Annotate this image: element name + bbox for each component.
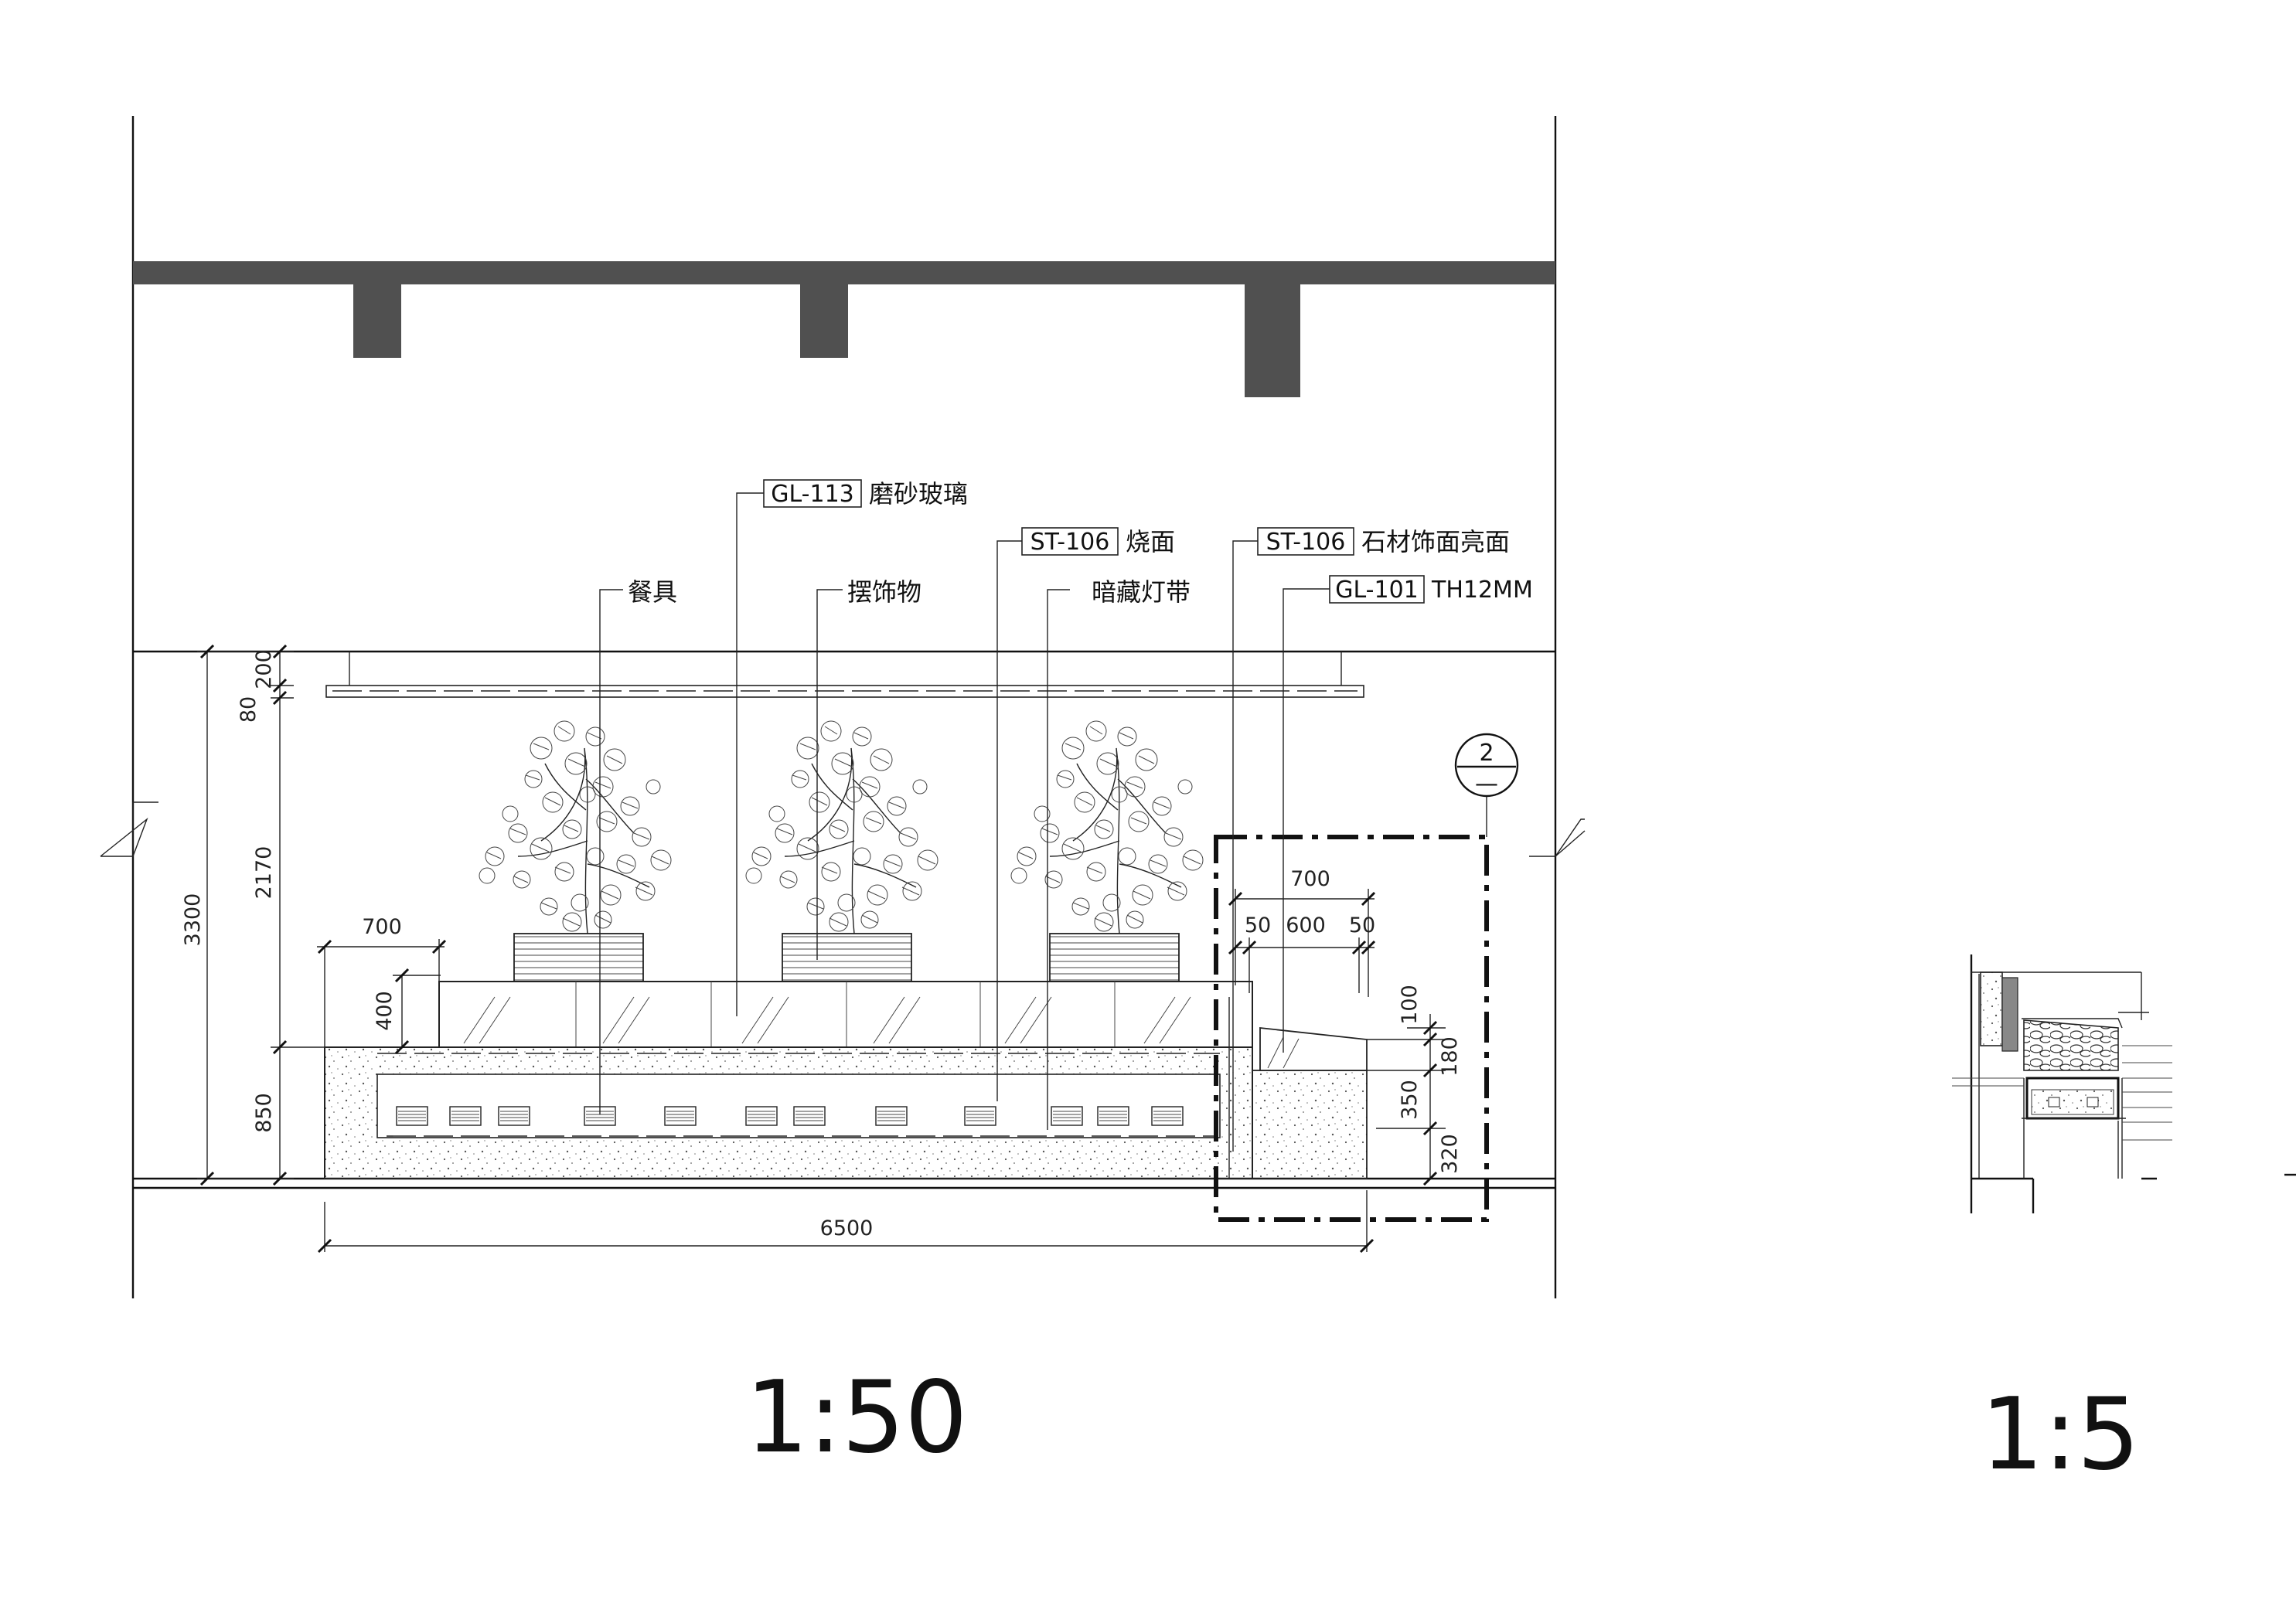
dim-glass-module: 700 (362, 915, 402, 939)
dim-detail-width: 700 (1290, 867, 1330, 891)
planter-1 (513, 933, 644, 982)
dim-detail-center: 600 (1286, 914, 1326, 937)
dim-detail-h3: 350 (1398, 1080, 1422, 1120)
section-detail-view: 1:5 (1952, 954, 2296, 1492)
scale-main: 1:50 (745, 1360, 967, 1475)
tag-code: GL-101 (1335, 577, 1419, 604)
beam-1 (353, 284, 401, 358)
tag-code: ST-106 (1030, 529, 1110, 556)
tag-code: GL-113 (771, 481, 854, 508)
left-dimensions: 3300 200 80 2170 850 (181, 644, 332, 1186)
label-text: 餐具 (628, 577, 677, 607)
detail-section (1228, 992, 1368, 1179)
beam-3 (1245, 284, 1300, 397)
plant-1 (479, 720, 672, 934)
tag-desc: 磨砂玻璃 (869, 479, 968, 509)
detail-callout: 2 — (1454, 733, 1519, 837)
label-st-106-flamed: ST-106 烧面 (996, 527, 1175, 1101)
tag-desc: 烧面 (1126, 527, 1175, 556)
label-st-106-polished: ST-106 石材饰面亮面 (1232, 527, 1510, 1152)
label-gl-113: GL-113 磨砂玻璃 (736, 479, 968, 1016)
break-mark-right (1529, 818, 1585, 857)
frosted-glass-band (438, 981, 1253, 1048)
dim-detail-side-right: 50 (1349, 914, 1375, 937)
detail-width-dimensions: 700 50 600 50 (1228, 867, 1375, 997)
elevation-view: 2 — GL-113 磨砂玻璃 ST-106 烧面 ST-106 石材饰面亮面 (100, 116, 1586, 1475)
scale-detail: 1:5 (1981, 1377, 2140, 1492)
tag-desc: TH12MM (1431, 577, 1533, 604)
dim-upper-height: 2170 (252, 846, 276, 900)
planter-2 (782, 933, 912, 982)
label-ornament: 摆饰物 (816, 577, 921, 960)
dim-detail-h1: 100 (1398, 985, 1422, 1025)
label-text: 暗藏灯带 (1092, 577, 1191, 607)
beam-2 (800, 284, 848, 358)
label-tableware: 餐具 (599, 577, 677, 1114)
callout-number: 2 (1479, 740, 1494, 767)
dim-overall-height: 3300 (181, 893, 205, 947)
width-dimension: 6500 (317, 1190, 1375, 1254)
glass-dimensions: 700 400 (317, 915, 447, 1055)
label-text: 摆饰物 (847, 577, 921, 607)
label-hidden-light: 暗藏灯带 (1047, 577, 1191, 1130)
light-panel (325, 685, 1364, 698)
dim-detail-h2: 180 (1438, 1036, 1462, 1077)
dim-ceiling-gap: 200 (252, 649, 276, 689)
tag-code: ST-106 (1266, 529, 1346, 556)
plant-3 (1010, 720, 1204, 934)
plant-2 (745, 720, 938, 934)
detail-height-dimensions: 100 180 350 320 (1367, 985, 1462, 1186)
detail-boundary (1214, 835, 1489, 1222)
dim-detail-h4: 320 (1438, 1134, 1462, 1174)
dim-light-panel: 80 (237, 696, 261, 723)
label-gl-101: GL-101 TH12MM (1283, 575, 1533, 1053)
dim-overall-width: 6500 (820, 1216, 874, 1240)
tag-desc: 石材饰面亮面 (1361, 527, 1510, 556)
dim-detail-side-left: 50 (1245, 914, 1271, 937)
counter-niche (376, 1073, 1221, 1138)
dim-glass-height: 400 (373, 991, 397, 1031)
dim-counter-height: 850 (252, 1093, 276, 1133)
planter-3 (1049, 933, 1180, 982)
ceiling-slab (133, 261, 1555, 284)
callout-sheet: — (1475, 771, 1498, 798)
break-mark-left (100, 801, 158, 857)
